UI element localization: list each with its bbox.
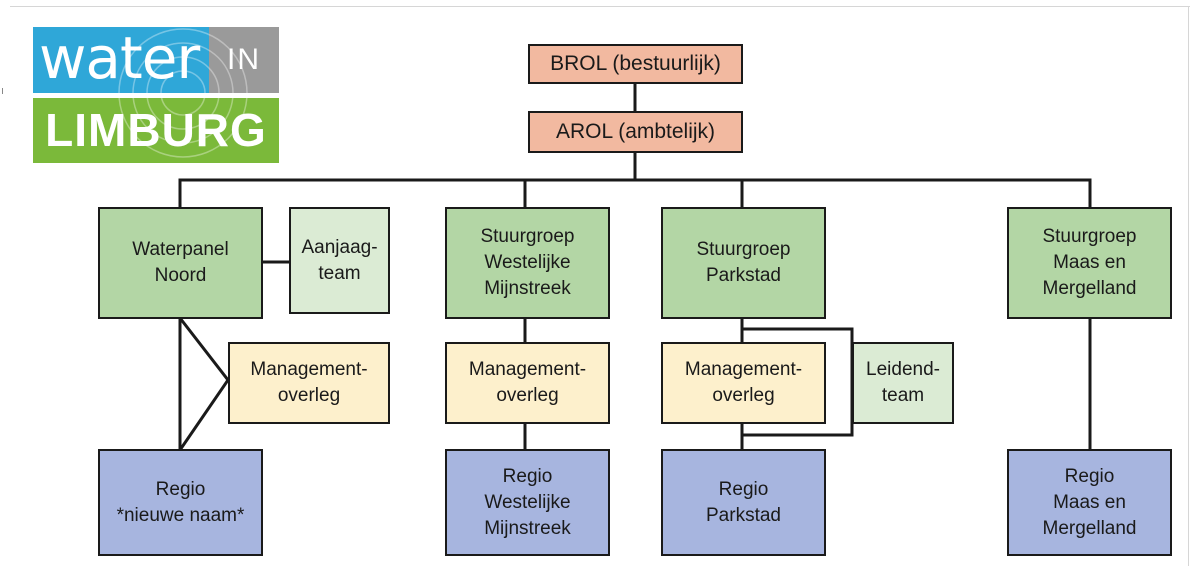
westelijk-management-line-2: overleg [496, 385, 559, 406]
regio-westelijk-line-2: Westelijke [484, 491, 571, 513]
maas-stuurgroep-line-2: Maas en [1053, 252, 1126, 273]
waterpanel-noord-box: Waterpanel Noord [98, 207, 263, 319]
westelijk-managementoverleg-box: Management- overleg [445, 342, 610, 424]
stuurgroep-maas-en-mergelland-box: Stuurgroep Maas en Mergelland [1007, 207, 1172, 319]
frame-top-border [10, 6, 1190, 7]
logo-in-text: IN [227, 43, 261, 76]
logo-water-text: water [39, 24, 200, 92]
regio-parkstad-box: Regio Parkstad [661, 449, 826, 556]
westelijk-stuurgroep-line-2: Westelijke [484, 252, 571, 273]
regio-maas-line-3: Mergelland [1042, 517, 1137, 539]
regio-noord-box: Regio *nieuwe naam* [98, 449, 263, 556]
noord-management-line-1: Management- [250, 359, 368, 380]
regio-maas-line-1: Regio [1064, 465, 1115, 487]
line-regio-management [177, 377, 231, 453]
frame-edge-mark [2, 88, 3, 94]
regio-noord-line-2: *nieuwe naam* [116, 504, 245, 526]
noord-managementoverleg-box: Management- overleg [228, 342, 390, 424]
stuurgroep-westelijke-mijnstreek-box: Stuurgroep Westelijke Mijnstreek [445, 207, 610, 319]
waterpanel-line-1: Waterpanel [132, 239, 229, 260]
westelijk-stuurgroep-line-1: Stuurgroep [480, 226, 575, 247]
regio-parkstad-line-2: Parkstad [706, 504, 781, 526]
regio-westelijk-line-3: Mijnstreek [484, 517, 571, 539]
line-waterpanel-management [177, 315, 231, 383]
aanjaagteam-box: Aanjaag- team [289, 207, 390, 314]
regio-parkstad-line-1: Regio [718, 478, 769, 500]
parkstad-management-line-1: Management- [684, 359, 803, 380]
regio-maas-en-mergelland-box: Regio Maas en Mergelland [1007, 449, 1172, 556]
leidend-line-1: Leidend- [866, 359, 940, 380]
regio-maas-line-2: Maas en [1053, 491, 1126, 513]
regio-westelijk-line-1: Regio [502, 465, 553, 487]
brol-box: BROL (bestuurlijk) [528, 44, 743, 84]
logo-swirl-icon [118, 28, 248, 158]
waterpanel-line-2: Noord [154, 265, 207, 286]
leidendteam-box: Leidend- team [852, 342, 954, 424]
arol-box: AROL (ambtelijk) [528, 111, 743, 153]
leidend-line-2: team [881, 385, 925, 406]
regio-westelijke-mijnstreek-box: Regio Westelijke Mijnstreek [445, 449, 610, 556]
parkstad-managementoverleg-box: Management- overleg [661, 342, 826, 424]
arol-label: AROL (ambtelijk) [555, 120, 716, 143]
frame-right-border [1188, 6, 1189, 566]
logo-in-block [209, 27, 279, 93]
water-in-limburg-logo: water IN LIMBURG [33, 24, 279, 163]
logo-limburg-block [33, 98, 279, 163]
westelijk-management-line-1: Management- [468, 359, 587, 380]
parkstad-management-line-2: overleg [712, 385, 775, 406]
logo-limburg-text: LIMBURG [45, 104, 267, 156]
stuurgroep-parkstad-box: Stuurgroep Parkstad [661, 207, 826, 319]
westelijk-stuurgroep-line-3: Mijnstreek [484, 278, 571, 299]
maas-stuurgroep-line-3: Mergelland [1042, 278, 1137, 299]
logo-water-block [33, 27, 209, 93]
regio-noord-line-1: Regio [155, 478, 206, 500]
noord-management-line-2: overleg [277, 385, 341, 406]
aanjaag-line-1: Aanjaag- [301, 236, 378, 258]
maas-stuurgroep-line-1: Stuurgroep [1042, 226, 1137, 247]
brol-label: BROL (bestuurlijk) [550, 52, 721, 75]
aanjaag-line-2: team [318, 262, 361, 284]
parkstad-stuurgroep-line-2: Parkstad [706, 265, 781, 286]
parkstad-stuurgroep-line-1: Stuurgroep [696, 239, 791, 260]
